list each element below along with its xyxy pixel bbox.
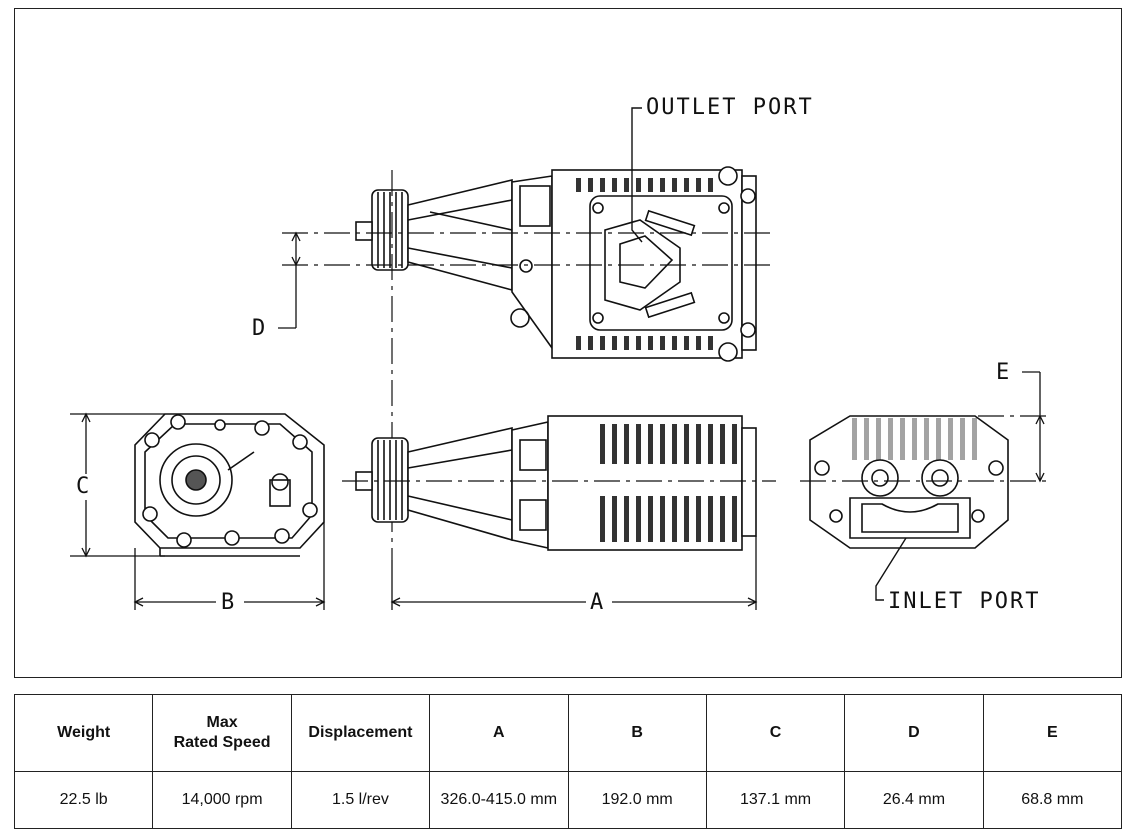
value-e: 68.8 mm <box>982 771 1123 829</box>
header-d: D <box>844 694 984 772</box>
dim-e-lines <box>1022 371 1045 483</box>
outlet-port-label: OUTLET PORT <box>646 95 814 120</box>
value-b: 192.0 mm <box>567 771 707 829</box>
rear-view <box>809 415 1009 549</box>
front-view <box>134 413 325 557</box>
value-max-rated-speed: 14,000 rpm <box>152 771 292 829</box>
header-e: E <box>982 694 1123 772</box>
dim-b-lines <box>133 522 326 610</box>
supercharger-drawing <box>70 107 1050 610</box>
side-view <box>355 415 757 551</box>
inlet-port-label: INLET PORT <box>888 589 1041 614</box>
header-b: B <box>567 694 707 772</box>
dim-e-label: E <box>996 360 1012 385</box>
outlet-port-leader <box>631 107 643 243</box>
header-weight: Weight <box>13 694 154 772</box>
dim-d-label: D <box>252 316 268 341</box>
dim-a-label: A <box>590 590 606 615</box>
header-c: C <box>705 694 846 772</box>
dim-c-lines <box>70 412 165 558</box>
value-displacement: 1.5 l/rev <box>290 771 431 829</box>
dim-d-lines <box>278 231 301 329</box>
inlet-port-leader <box>875 537 907 601</box>
header-displacement: Displacement <box>290 694 431 772</box>
dim-a-lines <box>390 536 758 610</box>
top-view <box>355 166 757 362</box>
value-d: 26.4 mm <box>844 771 984 829</box>
specs-value-row: 22.5 lb 14,000 rpm 1.5 l/rev 326.0-415.0… <box>13 771 1123 829</box>
header-a: A <box>429 694 569 772</box>
value-a: 326.0-415.0 mm <box>429 771 569 829</box>
dim-c-label: C <box>76 474 92 499</box>
value-weight: 22.5 lb <box>13 771 154 829</box>
drawing-frame <box>14 8 1122 678</box>
top-centerlines <box>282 170 776 560</box>
value-c: 137.1 mm <box>705 771 846 829</box>
dim-b-label: B <box>221 590 237 615</box>
